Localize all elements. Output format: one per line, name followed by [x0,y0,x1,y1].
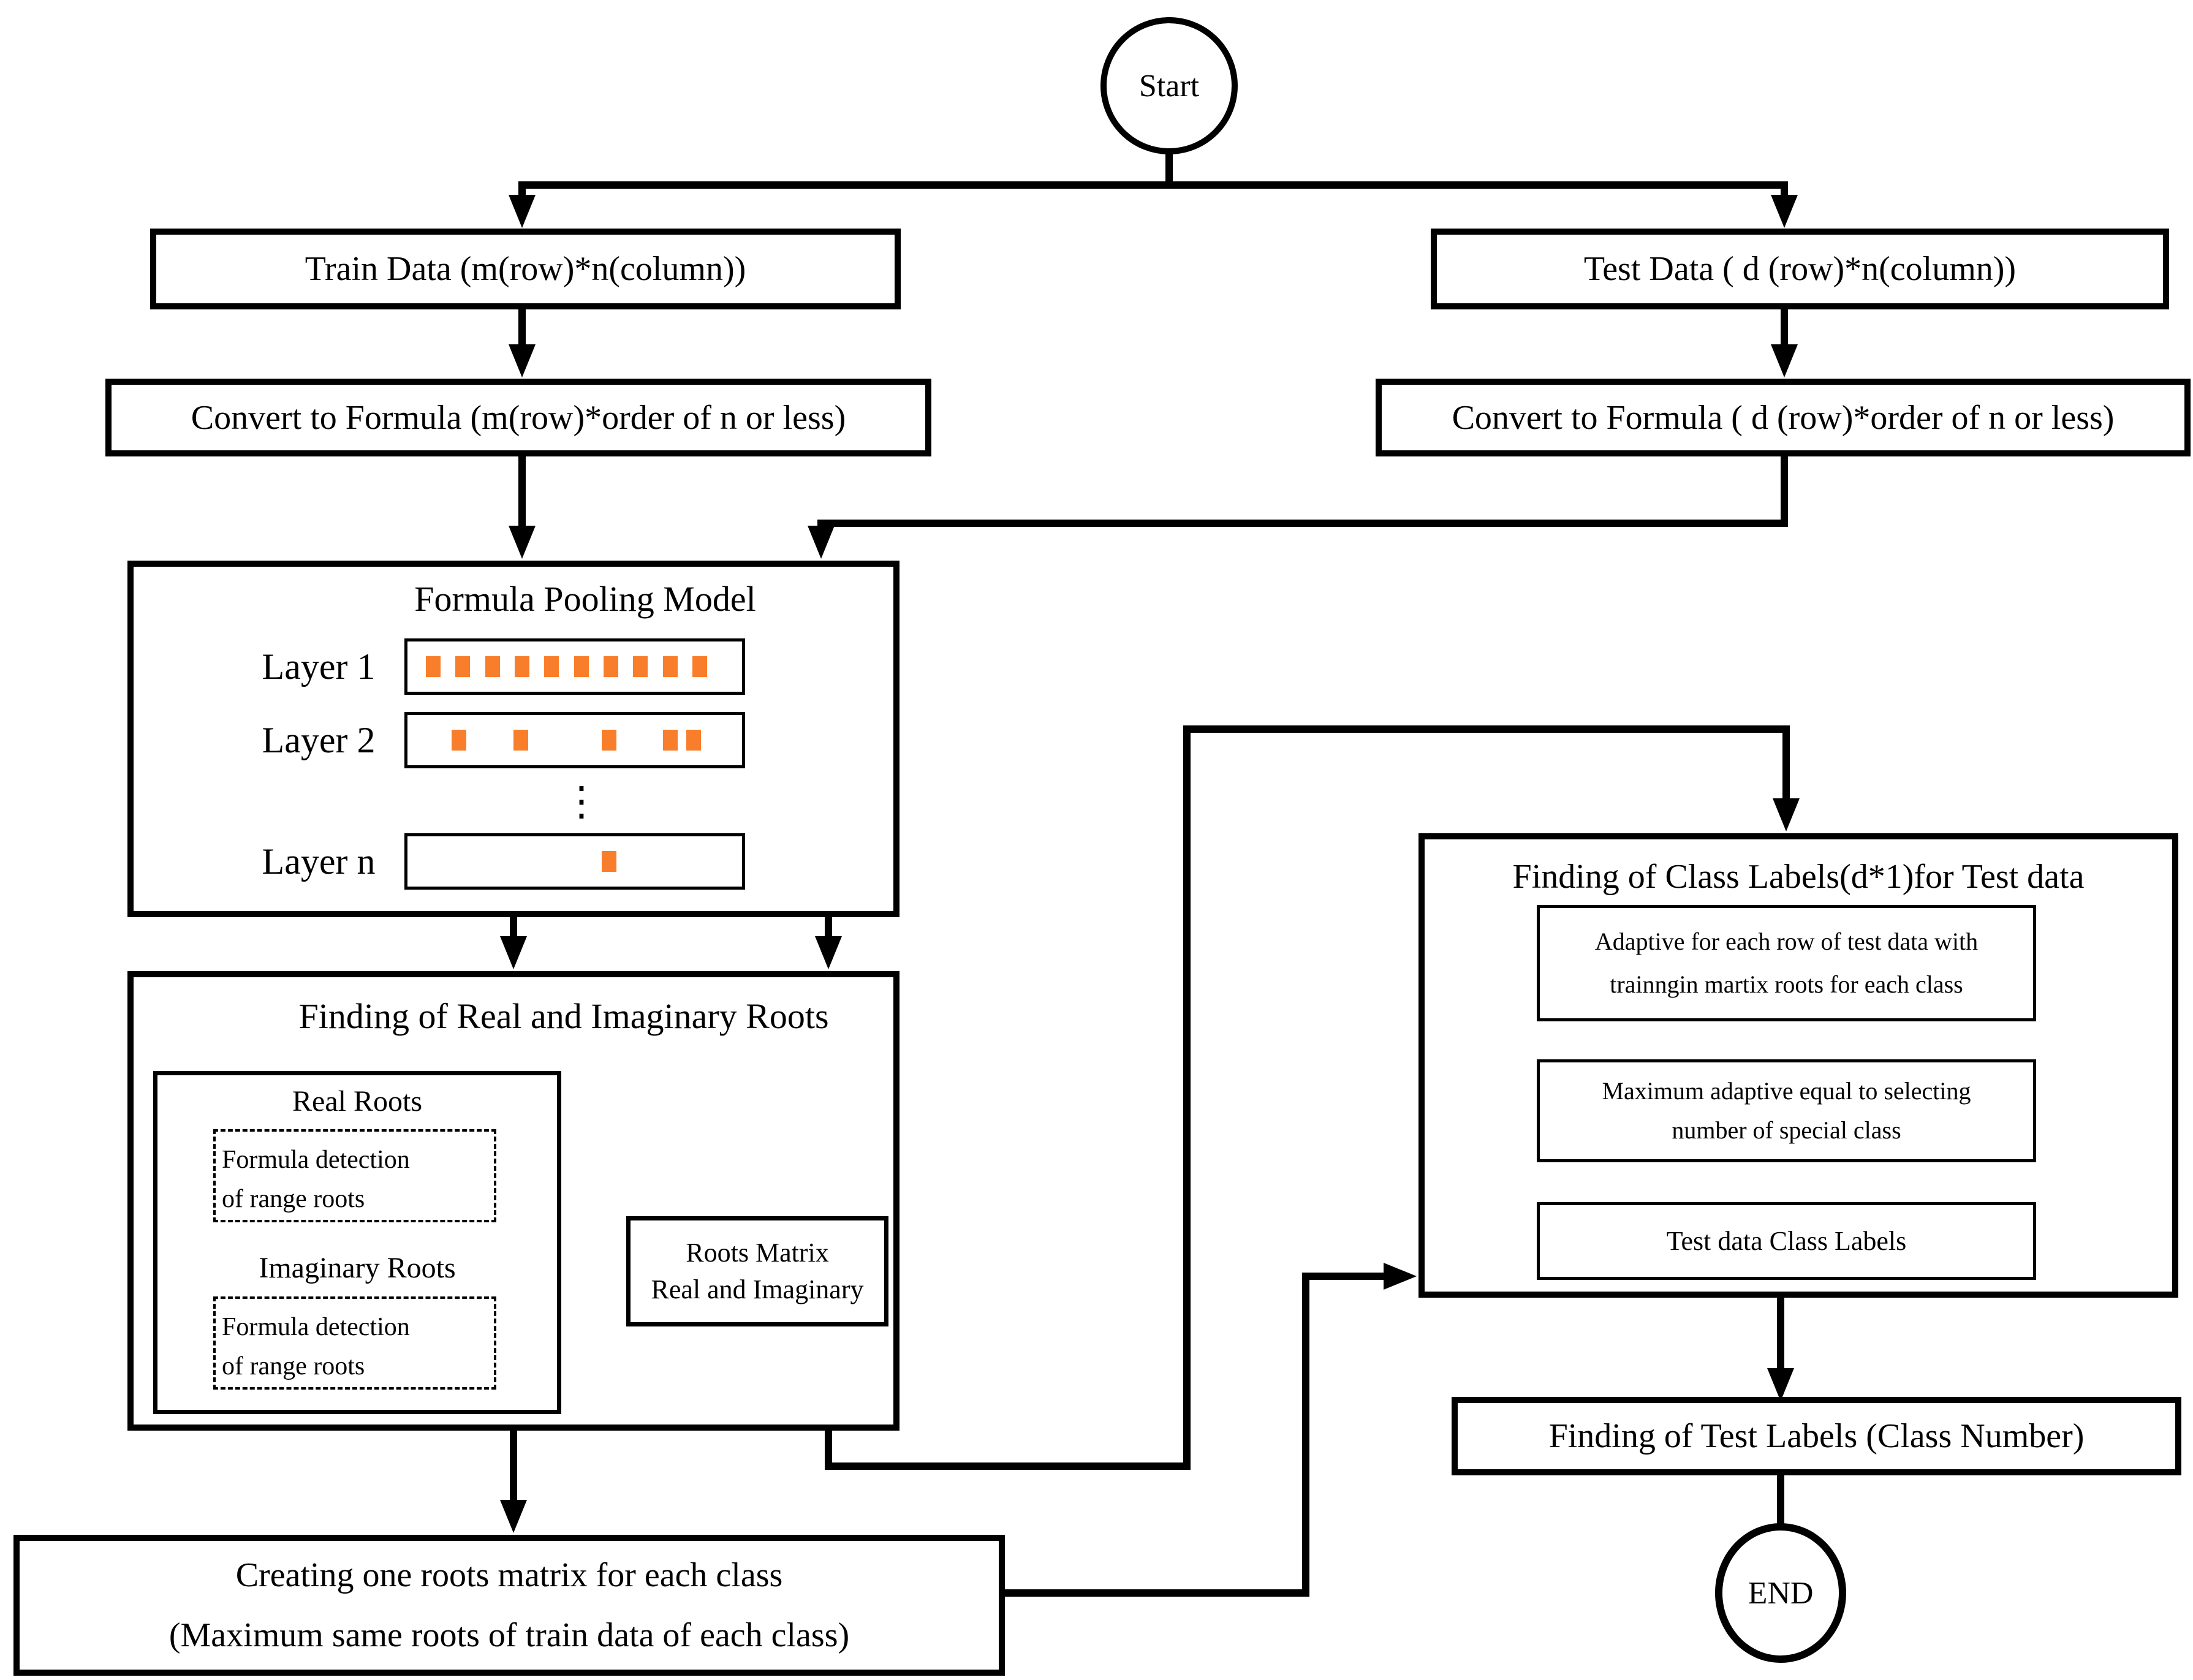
arrowhead-pooling-left [509,526,536,559]
convert-test-box: Convert to Formula ( d (row)*order of n … [1376,379,2191,456]
roots-matrix-line1: Roots Matrix [686,1238,829,1268]
connector-creating-to-classlabels [1005,1273,1386,1597]
roots-matrix-box: Roots Matrix Real and Imaginary [626,1216,888,1326]
arrowhead-finding-left [500,936,527,969]
finding-test-labels-text: Finding of Test Labels (Class Number) [1548,1417,2085,1455]
layer-1-label: Layer 1 [262,646,376,687]
layer-n-bar [404,833,745,890]
pooling-cell [602,730,617,751]
arrowhead-classlabels-left [1384,1263,1417,1290]
pooling-cell [603,656,618,677]
adaptive-line2: trainngin martix roots for each class [1610,971,1963,998]
pooling-cell [662,656,678,677]
finding-test-labels-box: Finding of Test Labels (Class Number) [1452,1397,2181,1475]
arrowhead-classlabels-top [1773,798,1800,831]
pooling-cell [485,656,500,677]
train-data-box: Train Data (m(row)*n(column)) [150,229,901,309]
formula-detection-imaginary-line2: of range roots [222,1352,365,1380]
test-class-labels-box: Test data Class Labels [1537,1202,2036,1280]
connector-finding-to-classlabels [825,725,1790,1470]
arrowhead-convert-train [509,344,536,377]
pooling-cell [514,656,529,677]
pooling-cell [426,656,441,677]
convert-train-box: Convert to Formula (m(row)*order of n or… [105,379,931,456]
pooling-cell [452,730,467,751]
adaptive-box: Adaptive for each row of test data with … [1537,905,2036,1021]
maximum-line1: Maximum adaptive equal to selecting [1602,1077,1971,1105]
start-label: Start [1138,68,1200,104]
adaptive-line1: Adaptive for each row of test data with [1594,928,1979,955]
end-label: END [1748,1575,1814,1611]
formula-detection-real-box: Formula detection of range roots [213,1129,496,1222]
maximum-line2: number of special class [1672,1116,1901,1144]
test-data-box: Test Data ( d (row)*n(column)) [1431,229,2169,309]
formula-detection-imaginary-box: Formula detection of range roots [213,1296,496,1390]
real-roots-label: Real Roots [292,1084,422,1118]
test-data-label: Test Data ( d (row)*n(column)) [1583,250,2017,288]
class-labels-title: Finding of Class Labels(d*1)for Test dat… [1512,858,2085,896]
layer-1-bar [404,638,745,695]
roots-matrix-line2: Real and Imaginary [651,1274,864,1304]
arrowhead-testlabels [1767,1368,1794,1401]
arrowhead-pooling-right [808,526,835,559]
arrowhead-finding-right [815,936,842,969]
end-node: END [1715,1523,1846,1663]
pooling-cell [663,730,678,751]
layer-n-label: Layer n [262,841,376,882]
formula-detection-real-line1: Formula detection [222,1146,410,1174]
connector-convert-to-pooling-right [817,456,1788,528]
pooling-cell [686,730,702,751]
pooling-cell [633,656,648,677]
convert-train-label: Convert to Formula (m(row)*order of n or… [191,398,846,437]
pooling-cell [513,730,528,751]
creating-matrix-box: Creating one roots matrix for each class… [13,1535,1005,1676]
layer-2-label: Layer 2 [262,719,376,760]
train-data-label: Train Data (m(row)*n(column)) [305,250,746,288]
pooling-cell [692,656,707,677]
start-node: Start [1100,17,1238,154]
formula-detection-imaginary-line1: Formula detection [222,1313,410,1341]
layers-ellipsis: ⋮ [561,779,603,824]
pooling-cell [574,656,589,677]
layer-2-bar [404,712,745,768]
arrowhead-train [509,195,536,228]
pooling-cell [601,851,616,872]
arrowhead-convert-test [1771,344,1798,377]
maximum-adaptive-box: Maximum adaptive equal to selecting numb… [1537,1059,2036,1162]
test-class-labels-text: Test data Class Labels [1666,1226,1907,1256]
arrowhead-creating [500,1500,527,1533]
finding-roots-title: Finding of Real and Imaginary Roots [298,996,829,1036]
formula-detection-real-line2: of range roots [222,1185,365,1213]
creating-matrix-line1: Creating one roots matrix for each class [235,1556,783,1594]
pooling-cell [544,656,559,677]
arrowhead-test [1771,195,1798,228]
formula-pooling-title: Formula Pooling Model [414,578,756,619]
pooling-cell [455,656,471,677]
convert-test-label: Convert to Formula ( d (row)*order of n … [1452,398,2115,437]
imaginary-roots-label: Imaginary Roots [259,1251,456,1284]
creating-matrix-line2: (Maximum same roots of train data of eac… [169,1616,850,1654]
